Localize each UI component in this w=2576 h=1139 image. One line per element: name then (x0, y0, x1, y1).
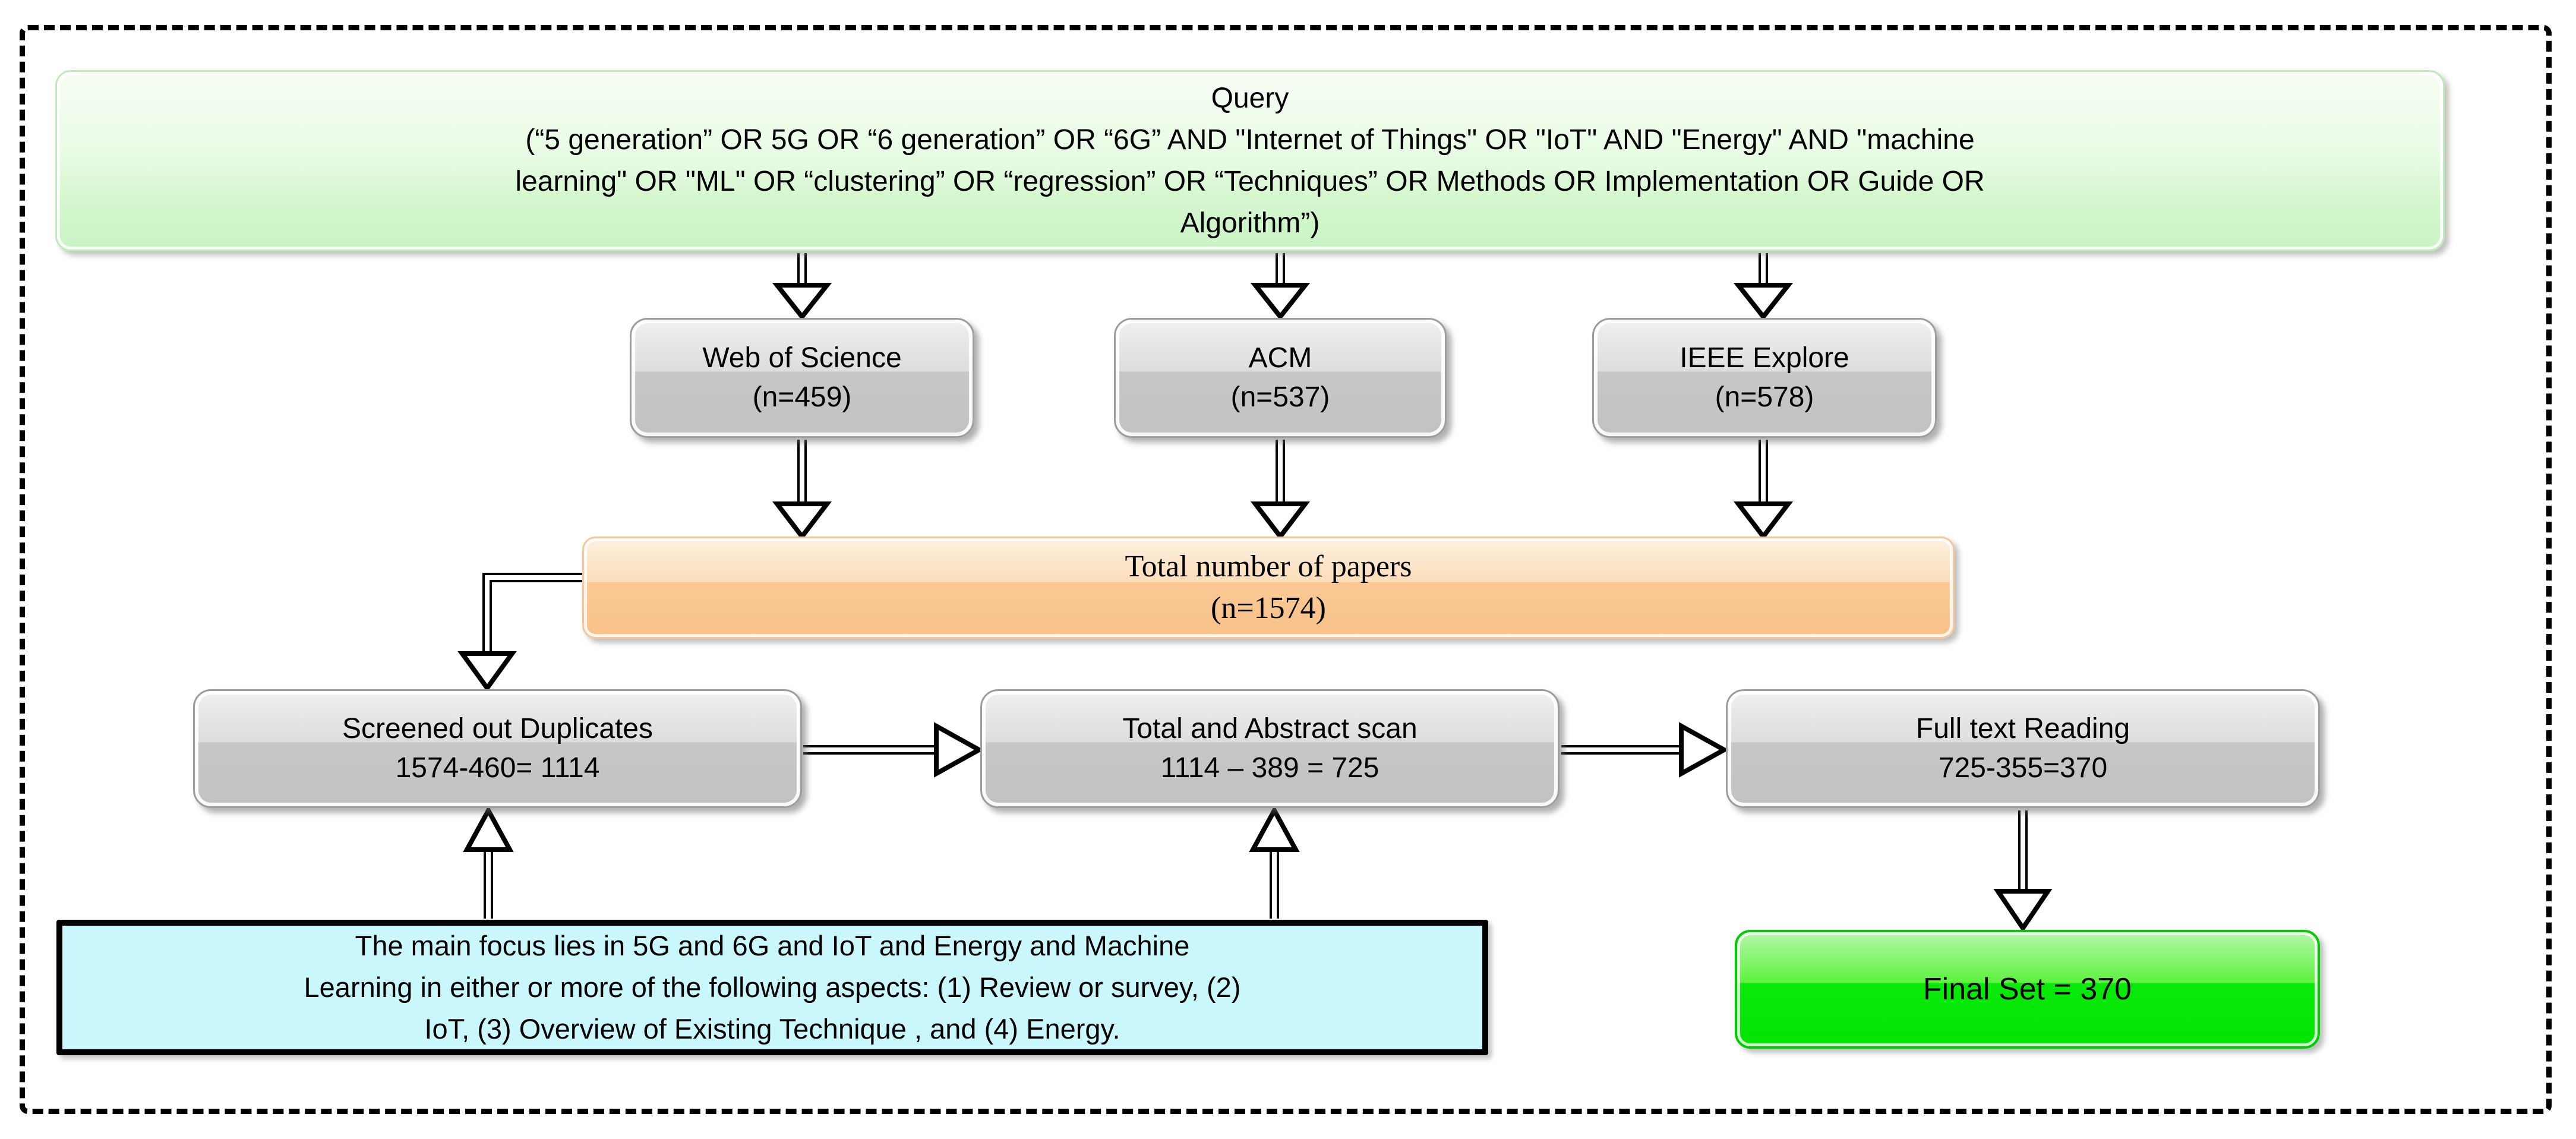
source-box-ieee-explore: IEEE Explore (n=578) (1592, 318, 1937, 438)
final-set-box: Final Set = 370 (1735, 930, 2320, 1049)
source-name: Web of Science (702, 342, 902, 374)
step-calculation: 1574-460= 1114 (395, 752, 600, 784)
criteria-line-1: The main focus lies in 5G and 6G and IoT… (355, 930, 1190, 961)
abstract-scan-box: Total and Abstract scan 1114 – 389 = 725 (980, 689, 1560, 808)
source-count: (n=578) (1715, 381, 1814, 413)
arrow-shafts-inner (485, 253, 2025, 919)
source-count: (n=537) (1230, 381, 1330, 413)
query-line-3: Algorithm”) (1180, 207, 1320, 239)
total-papers-count: (n=1574) (1211, 591, 1326, 625)
step-calculation: 1114 – 389 = 725 (1160, 752, 1379, 784)
screened-duplicates-box: Screened out Duplicates 1574-460= 1114 (193, 689, 802, 808)
source-name: IEEE Explore (1680, 342, 1849, 374)
inclusion-criteria-box: The main focus lies in 5G and 6G and IoT… (56, 920, 1488, 1055)
final-set-label: Final Set = 370 (1922, 972, 2132, 1007)
query-box: Query (“5 generation” OR 5G OR “6 genera… (55, 70, 2445, 251)
total-papers-label: Total number of papers (1125, 550, 1412, 583)
step-label: Screened out Duplicates (342, 713, 653, 744)
full-text-reading-box: Full text Reading 725-355=370 (1726, 689, 2320, 808)
step-label: Full text Reading (1915, 713, 2130, 744)
criteria-line-3: IoT, (3) Overview of Existing Technique … (424, 1013, 1120, 1045)
arrow-heads (457, 283, 2053, 933)
query-title: Query (1211, 82, 1289, 114)
source-name: ACM (1248, 342, 1312, 374)
source-box-acm: ACM (n=537) (1114, 318, 1447, 438)
step-calculation: 725-355=370 (1938, 752, 2108, 784)
query-line-1: (“5 generation” OR 5G OR “6 generation” … (525, 124, 1975, 156)
total-papers-box: Total number of papers (n=1574) (582, 537, 1955, 639)
source-box-web-of-science: Web of Science (n=459) (630, 318, 974, 438)
query-line-2: learning" OR "ML" OR “clustering” OR “re… (515, 165, 1985, 197)
dashed-outer-frame (20, 25, 2552, 1114)
criteria-line-2: Learning in either or more of the follow… (304, 971, 1241, 1003)
source-count: (n=459) (752, 381, 852, 413)
step-label: Total and Abstract scan (1122, 713, 1418, 744)
